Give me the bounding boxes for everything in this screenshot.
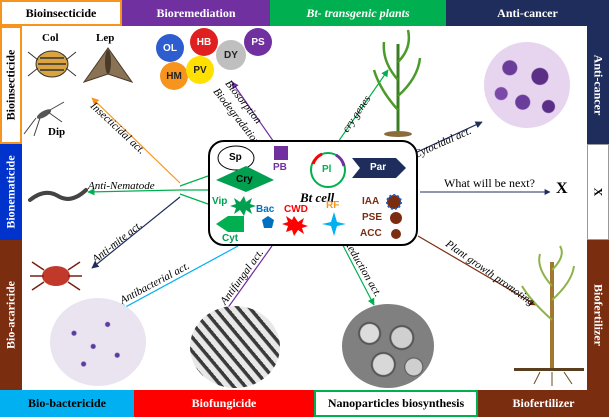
bacterial-arrow	[119, 245, 239, 311]
label-x: X	[556, 180, 568, 197]
mite-arrow	[91, 196, 181, 269]
footer-biofungicide: Biofungicide	[134, 390, 314, 417]
moth-icon	[82, 47, 134, 83]
iaa-dot	[386, 194, 402, 210]
label-rf: RF	[326, 200, 340, 211]
cry-diamond	[216, 166, 274, 192]
vip-star	[230, 196, 256, 216]
label-acc: ACC	[360, 228, 382, 239]
worm-icon	[28, 188, 88, 202]
side-bio-acaricide: Bio-acaricide	[0, 240, 22, 390]
insecticidal-arrow	[91, 97, 181, 184]
acc-dot	[391, 229, 401, 239]
beetle-icon	[27, 50, 77, 78]
nematode-arrow	[87, 188, 181, 196]
pollutant-ol: OL	[156, 34, 184, 62]
plasmid-circle	[310, 152, 346, 188]
bioremediation-arrow	[231, 81, 277, 146]
header-anti-cancer: Anti-cancer	[446, 0, 609, 26]
side-biofertilizer: Biofertilizer	[587, 240, 609, 390]
arrow-fan	[179, 175, 209, 205]
pollutant-hm: HM	[160, 62, 188, 90]
cwd-burst	[282, 216, 308, 236]
fungal-arrow	[221, 245, 273, 317]
label-iaa: IAA	[362, 196, 380, 207]
cyt-arrow	[216, 216, 244, 232]
pollutant-hb: HB	[190, 28, 218, 56]
label-col: Col	[42, 32, 59, 44]
label-dip: Dip	[48, 126, 66, 138]
label-pse: PSE	[362, 212, 383, 223]
label-bac: Bac	[256, 204, 275, 215]
sp-oval	[217, 145, 255, 171]
side-bionematicide: Bionematicide	[0, 144, 22, 240]
pb-square	[274, 146, 288, 160]
mosquito-icon	[23, 101, 65, 137]
bt-cell-title: Bt cell	[300, 190, 335, 205]
footer-nanoparticles: Nanoparticles biosynthesis	[314, 390, 478, 417]
label-what-next: What will be next?	[444, 176, 535, 190]
footer-biofertilizer: Biofertilizer	[478, 390, 609, 417]
par-shape	[352, 158, 406, 178]
bt-cell-shapes	[216, 145, 406, 239]
cancer-cells-image	[484, 42, 570, 128]
footer-bio-bactericide: Bio-bactericide	[0, 390, 134, 417]
header-bioremediation: Bioremediation	[122, 0, 270, 26]
pse-dot	[390, 212, 402, 224]
label-cry: Cry	[236, 174, 253, 185]
pollutant-dy: DY	[216, 40, 246, 70]
corn-plant-icon	[372, 29, 422, 137]
label-vip: Vip	[212, 196, 228, 207]
bacteria-image	[50, 298, 146, 386]
label-par: Par	[370, 162, 387, 173]
fungus-image	[190, 306, 280, 388]
header-bioinsecticide: Bioinsecticide	[0, 0, 122, 26]
mite-icon	[30, 261, 82, 291]
plant-arrow	[417, 235, 537, 306]
pollutant-ps: PS	[244, 28, 272, 56]
side-anti-cancer: Anti-cancer	[587, 26, 609, 144]
bt-cell: Bt cell Sp PB Pl Par Cry Vip Cyt Bac CWD…	[208, 140, 418, 246]
nanoparticles-image	[342, 304, 434, 388]
label-pb: PB	[273, 162, 287, 173]
header-bt-transgenic-plants: Bt- transgenic plants	[270, 0, 446, 26]
label-cyt: Cyt	[222, 233, 239, 244]
label-lep: Lep	[96, 32, 115, 44]
pollutant-pv: PV	[186, 56, 214, 84]
label-cwd: CWD	[284, 204, 308, 215]
label-anti-nematode: Anti-Nematode	[88, 180, 155, 192]
sugarcane-plant-icon	[514, 245, 584, 386]
label-pl: Pl	[322, 164, 332, 175]
rf-star	[322, 212, 346, 236]
bac-pentagon	[262, 216, 274, 228]
side-bioinsecticide: Bioinsecticide	[0, 26, 22, 144]
label-sp: Sp	[229, 152, 242, 163]
